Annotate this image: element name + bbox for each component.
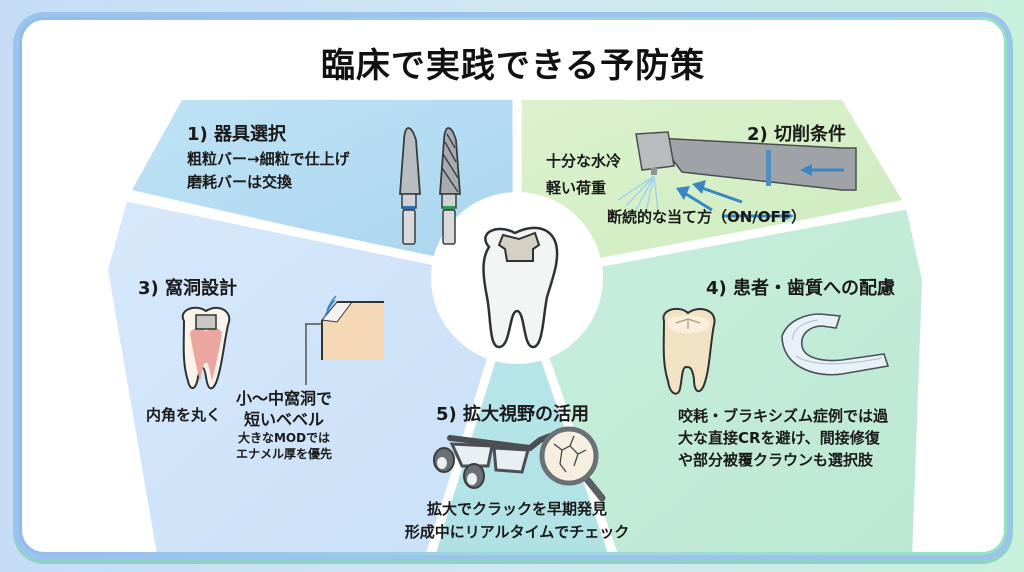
section-4-line-1: 咬耗・ブラキシズム症例では過	[678, 407, 889, 425]
section-3-note-line-1: 大きなMODでは	[237, 431, 331, 445]
handpiece-icon	[635, 131, 857, 191]
section-2-text: 十分な水冷 軽い荷重	[546, 148, 621, 202]
worn-tooth-icon	[662, 307, 716, 395]
section-1-line-1: 粗粒バー→細粒で仕上げ	[187, 150, 350, 168]
section-4-line-3: や部分被覆クラウンも選択肢	[678, 451, 874, 469]
section-1-line-2: 磨耗バーは交換	[187, 173, 293, 191]
section-3-note-line-2: エナメル厚を優先	[235, 447, 332, 461]
section-4-text: 咬耗・ブラキシズム症例では過 大な直接CRを避け、間接修復 や部分被覆クラウンも…	[678, 405, 888, 471]
segment-wheel	[108, 90, 922, 552]
section-3-heading: 3) 窩洞設計	[138, 278, 238, 299]
section-5-text: 拡大でクラックを早期発見 形成中にリアルタイムでチェック	[387, 498, 647, 544]
mouthguard-icon	[781, 313, 890, 376]
magnifier-crack-icon	[539, 426, 606, 502]
section-5-line-2: 形成中にリアルタイムでチェック	[404, 523, 630, 541]
page-title: 臨床で実践できる予防策	[320, 46, 706, 86]
section-3-right-line-2: 短いベベル	[243, 410, 324, 429]
carbide-bur-icon	[439, 127, 461, 245]
segment-3	[108, 198, 517, 552]
section-2-line-1: 十分な水冷	[546, 152, 622, 170]
segment-2	[517, 100, 902, 278]
section-3-right-line-1: 小〜中窩洞で	[235, 389, 332, 408]
section-5-line-1: 拡大でクラックを早期発見	[426, 500, 607, 518]
diamond-bur-icon	[399, 127, 421, 245]
section-4-line-2: 大な直接CRを避け、間接修復	[678, 429, 880, 447]
arrow-icons	[676, 164, 844, 222]
section-5-heading: 5) 拡大視野の活用	[436, 404, 590, 425]
section-4-heading: 4) 患者・歯質への配慮	[706, 278, 896, 299]
loupe-glasses-icon	[433, 433, 553, 489]
section-1-text: 粗粒バー→細粒で仕上げ 磨耗バーは交換	[187, 148, 350, 194]
section-1-heading: 1) 器具選択	[187, 124, 287, 145]
segment-4	[517, 208, 922, 552]
bevel-diagram-icon	[305, 295, 384, 385]
section-3-right-caption: 小〜中窩洞で 短いベベル 大きなMODでは エナメル厚を優先	[234, 388, 334, 462]
section-2-line-2: 軽い荷重	[546, 179, 607, 197]
water-spray-icon	[617, 175, 659, 213]
section-2-heading: 2) 切削条件	[747, 124, 847, 145]
infographic-card: 臨床で実践できる予防策 1) 器具選択 粗粒バー→細粒で仕上げ 磨耗バーは交換 …	[18, 16, 1008, 556]
tooth-with-inlay-icon	[482, 226, 559, 349]
section-2-caption: 断続的な当て方（ON/OFF）	[607, 208, 807, 226]
segment-1	[132, 100, 517, 278]
section-3-left-caption: 内角を丸く	[146, 406, 222, 424]
tooth-cross-section-icon	[181, 306, 231, 390]
